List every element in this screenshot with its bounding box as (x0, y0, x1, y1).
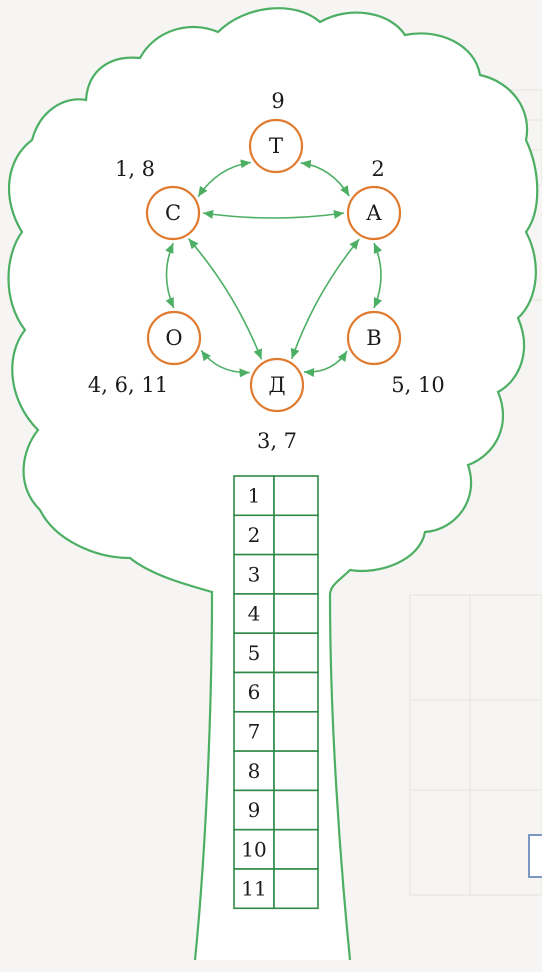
answer-cell[interactable] (273, 593, 319, 635)
row-number: 7 (248, 719, 261, 743)
node-a: А2 (346, 157, 402, 241)
row-number: 3 (248, 562, 261, 586)
node-number-label: 4, 6, 11 (88, 373, 168, 397)
answer-cell[interactable] (273, 750, 319, 792)
node-number-label: 2 (371, 157, 384, 181)
node-circle (346, 185, 402, 241)
edge-s-a (202, 209, 345, 219)
answer-cell[interactable] (273, 868, 319, 910)
node-number-label: 5, 10 (391, 373, 444, 397)
node-number-label: 1, 8 (115, 157, 155, 181)
edge-a-v (373, 242, 383, 309)
node-letter: С (165, 201, 181, 225)
node-t: Т9 (248, 89, 304, 174)
node-d: Д 3, 7 (249, 357, 305, 453)
row-number-cell (233, 868, 275, 910)
node-letter: А (366, 201, 382, 225)
answer-cell[interactable] (273, 789, 319, 831)
node-s: С 1, 8 (115, 157, 201, 241)
table-row: 8 (233, 750, 319, 792)
row-number: 10 (241, 837, 266, 861)
table-row: 6 (233, 671, 319, 713)
node-circle (248, 118, 304, 174)
table-row: 5 (233, 632, 319, 674)
node-circle (145, 185, 201, 241)
answer-cell[interactable] (273, 671, 319, 713)
row-number-cell (233, 710, 275, 752)
answer-cell[interactable] (273, 828, 319, 870)
side-answer-box (528, 834, 542, 878)
edge-s-d (187, 238, 263, 360)
answer-cell[interactable] (273, 514, 319, 556)
row-number: 8 (248, 759, 261, 783)
row-number-cell (233, 475, 275, 517)
row-number: 1 (248, 484, 261, 508)
table-row: 11 (233, 868, 319, 910)
row-number-cell (233, 514, 275, 556)
edge-t-s (197, 159, 251, 198)
row-number-cell (233, 593, 275, 635)
graph-edges (165, 159, 383, 378)
table-row: 4 (233, 593, 319, 635)
node-number-label: 9 (271, 89, 284, 113)
node-circle (146, 310, 202, 366)
answer-cell[interactable] (273, 710, 319, 752)
node-circle (249, 357, 305, 413)
row-number: 6 (248, 680, 261, 704)
answer-cell[interactable] (273, 553, 319, 595)
table-row: 1 (233, 475, 319, 517)
row-number: 5 (248, 641, 261, 665)
row-number-cell (233, 671, 275, 713)
node-v: В 5, 10 (346, 310, 445, 397)
row-number-cell (233, 828, 275, 870)
node-letter: В (366, 326, 381, 350)
table-row: 9 (233, 789, 319, 831)
node-letter: Т (269, 134, 283, 158)
table-row: 2 (233, 514, 319, 556)
table-row: 3 (233, 553, 319, 595)
table-row: 7 (233, 710, 319, 752)
answer-cell[interactable] (273, 475, 319, 517)
row-number: 9 (248, 798, 261, 822)
edge-s-o (165, 242, 175, 309)
row-number: 2 (248, 523, 261, 547)
row-number: 4 (248, 602, 261, 626)
node-o: О 4, 6, 11 (88, 310, 202, 397)
edge-v-d (303, 350, 348, 377)
row-number: 11 (241, 877, 266, 901)
answer-table: 1 2 3 4 5 6 7 8 9 10 11 (233, 475, 319, 910)
node-number-label: 3, 7 (257, 429, 297, 453)
edge-o-d (200, 349, 250, 378)
table-row: 10 (233, 828, 319, 870)
row-number-cell (233, 632, 275, 674)
answer-cell[interactable] (273, 632, 319, 674)
edge-a-d (290, 238, 360, 360)
node-letter: О (165, 326, 182, 350)
node-letter: Д (268, 373, 285, 397)
edge-t-a (300, 159, 350, 197)
node-circle (346, 310, 402, 366)
